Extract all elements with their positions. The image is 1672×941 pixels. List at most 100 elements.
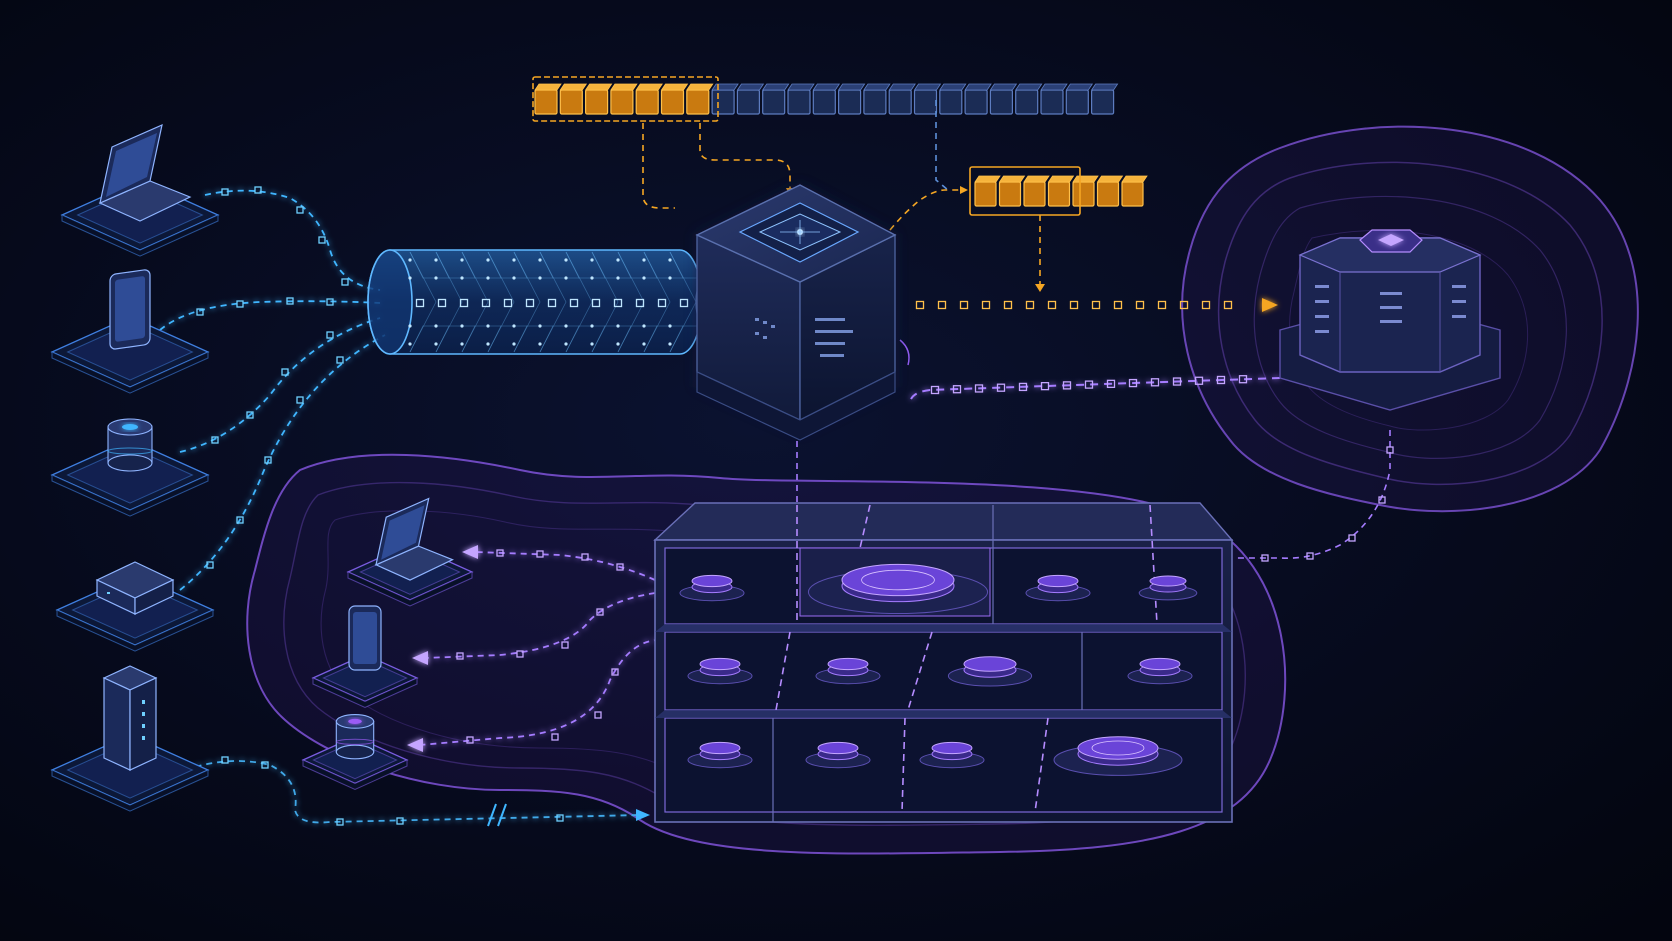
queue-connectors bbox=[642, 100, 1041, 285]
speaker-icon-source bbox=[50, 418, 210, 517]
queue-cell bbox=[1065, 83, 1094, 115]
packet-marker bbox=[503, 298, 513, 308]
batch-buffer bbox=[969, 166, 1148, 216]
packet-marker bbox=[1179, 300, 1189, 310]
packet-marker bbox=[596, 608, 604, 616]
queue-to-compute-path bbox=[642, 123, 675, 209]
laptop-icon-destination bbox=[346, 497, 474, 607]
packet-marker bbox=[206, 561, 214, 569]
packet-marker bbox=[974, 384, 984, 393]
packet-marker bbox=[1113, 300, 1123, 310]
compute-to-batch-path bbox=[889, 189, 960, 231]
packet-marker bbox=[1040, 381, 1050, 391]
packet-marker bbox=[556, 814, 564, 822]
packet-marker bbox=[1223, 300, 1233, 310]
delivery-connectors bbox=[419, 551, 661, 746]
partitioned-storage-grid bbox=[653, 502, 1234, 823]
packet-marker bbox=[496, 549, 504, 557]
queue-cell bbox=[711, 83, 739, 115]
packet-marker bbox=[466, 736, 474, 744]
queue-to-compute-path-2 bbox=[699, 123, 791, 190]
batch-cell bbox=[998, 175, 1026, 207]
tablet-source-path bbox=[159, 300, 381, 331]
data-partition-chip bbox=[679, 574, 745, 602]
packet-marker bbox=[1069, 300, 1079, 310]
packet-marker bbox=[1135, 300, 1145, 310]
data-partition-chip bbox=[687, 741, 753, 769]
packet-marker bbox=[1378, 496, 1386, 504]
data-partition-chip bbox=[919, 741, 985, 769]
packet-marker bbox=[613, 298, 623, 308]
storage-node-icon bbox=[1279, 229, 1501, 411]
to-phone-path bbox=[424, 592, 656, 659]
queue-cell-active bbox=[660, 83, 689, 115]
packet-marker bbox=[1216, 375, 1226, 385]
packet-marker bbox=[326, 298, 334, 306]
data-partition-chip bbox=[1138, 575, 1198, 601]
source-connectors bbox=[159, 189, 641, 824]
packet-marker bbox=[581, 553, 589, 561]
packet-marker bbox=[336, 818, 344, 826]
batch-cell bbox=[1047, 175, 1075, 207]
arrow-head-icon bbox=[407, 738, 423, 752]
packet-marker bbox=[516, 650, 524, 658]
queue-cell-active bbox=[559, 83, 588, 115]
packet-marker bbox=[221, 756, 229, 764]
queue-cell bbox=[1040, 83, 1068, 115]
packet-marker bbox=[915, 300, 925, 310]
packet-marker bbox=[981, 300, 991, 310]
packet-marker bbox=[236, 516, 244, 524]
arrow-head-icon bbox=[960, 186, 968, 194]
packet-marker bbox=[1084, 380, 1094, 389]
batch-cells bbox=[974, 175, 1148, 207]
queue-cell bbox=[736, 83, 765, 115]
packet-marker bbox=[569, 298, 579, 308]
queue-cell bbox=[964, 83, 992, 115]
batch-cell bbox=[1023, 175, 1050, 207]
queue-cell-active bbox=[635, 83, 663, 115]
packet-marker bbox=[1348, 534, 1356, 542]
packet-marker bbox=[547, 298, 557, 308]
destination-devices bbox=[301, 497, 474, 790]
queue-cell bbox=[939, 83, 967, 115]
queue-cell bbox=[913, 83, 942, 115]
queue-cell bbox=[812, 83, 841, 115]
packet-marker bbox=[996, 383, 1006, 392]
packet-marker bbox=[551, 733, 559, 741]
packet-marker bbox=[937, 300, 947, 310]
batch-cell bbox=[1096, 175, 1124, 207]
packet-marker bbox=[594, 711, 602, 719]
break-mark-icon bbox=[487, 803, 507, 827]
ingestion-stream-tube bbox=[367, 249, 729, 355]
arrow-head-icon bbox=[462, 545, 478, 559]
data-partition-chip bbox=[1053, 736, 1183, 776]
queue-cell-active bbox=[610, 83, 638, 115]
batch-highlight-frame bbox=[969, 166, 1081, 216]
packet-marker bbox=[1003, 300, 1013, 310]
queue-cell bbox=[837, 83, 866, 115]
storage-to-grid-path bbox=[1235, 430, 1391, 560]
to-speaker-path bbox=[419, 639, 661, 746]
queue-cell bbox=[1014, 83, 1043, 115]
tower-server-icon-source bbox=[50, 665, 210, 812]
queue-cell-active bbox=[686, 83, 714, 115]
packet-marker bbox=[236, 300, 244, 308]
tower-direct-path bbox=[184, 760, 641, 824]
packet-marker bbox=[1025, 300, 1035, 310]
packet-marker bbox=[1306, 552, 1314, 560]
packet-marker bbox=[525, 298, 535, 308]
packet-marker bbox=[1201, 300, 1211, 310]
packet-marker bbox=[1018, 382, 1028, 392]
data-partition-chip bbox=[1127, 657, 1193, 685]
packet-marker bbox=[561, 641, 569, 649]
packet-marker bbox=[221, 188, 229, 196]
arrow-head-icon bbox=[1035, 284, 1045, 292]
packet-marker bbox=[264, 456, 272, 464]
tablet-icon-source bbox=[50, 269, 210, 394]
packet-marker bbox=[536, 550, 544, 558]
data-partition-chip bbox=[807, 563, 989, 615]
packet-marker bbox=[1062, 381, 1072, 390]
queue-cells bbox=[534, 83, 1119, 115]
packet-marker bbox=[930, 385, 940, 395]
packet-marker bbox=[1047, 300, 1057, 310]
